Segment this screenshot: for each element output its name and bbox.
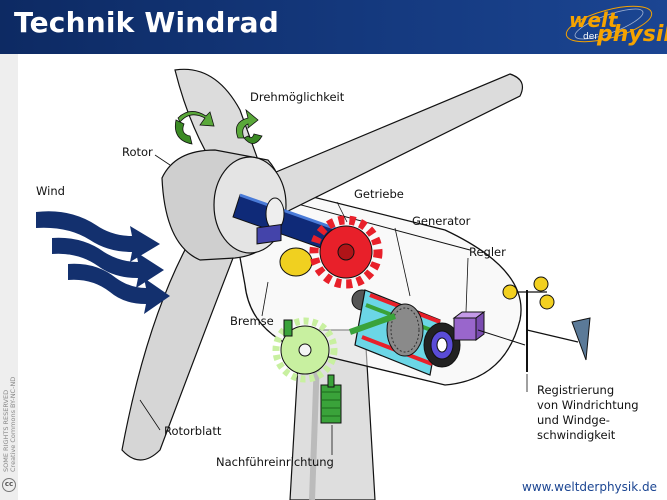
yaw-motor bbox=[320, 384, 342, 424]
label-rotorblatt: Rotorblatt bbox=[164, 424, 222, 438]
getriebe-gear bbox=[309, 215, 383, 289]
page-title: Technik Windrad bbox=[14, 6, 280, 39]
windrad-diagram bbox=[36, 68, 591, 500]
yaw-shaft bbox=[283, 319, 293, 337]
leader-bremse bbox=[261, 281, 269, 317]
rotation-arrow-right-icon bbox=[235, 108, 259, 139]
logo-orbit-icon bbox=[565, 5, 653, 43]
leader-rotorblatt bbox=[139, 399, 161, 431]
label-rotor: Rotor bbox=[122, 145, 153, 159]
label-getriebe: Getriebe bbox=[354, 187, 404, 201]
main-shaft-highlight bbox=[239, 193, 346, 234]
regler-cable bbox=[477, 329, 526, 346]
leader-regler bbox=[465, 257, 469, 313]
label-nachfuehreinrichtung: Nachführeinrichtung bbox=[216, 455, 334, 469]
label-registrierung-line-4: schwindigkeit bbox=[537, 428, 616, 442]
label-drehmoeglichkeit: Drehmöglichkeit bbox=[250, 90, 345, 104]
wind-arrow-3-icon bbox=[68, 263, 170, 314]
label-generator: Generator bbox=[412, 214, 471, 228]
yaw-gear bbox=[272, 317, 338, 383]
wind-arrow-1-icon bbox=[36, 211, 160, 262]
brake-disc bbox=[279, 247, 313, 277]
generator bbox=[348, 289, 461, 376]
label-regler: Regler bbox=[469, 245, 506, 259]
license-sidebar bbox=[0, 54, 18, 500]
weltderphysik-logo[interactable]: welt der physik bbox=[547, 2, 667, 52]
rotation-arrow-left-icon bbox=[177, 111, 215, 127]
rotor-blade-right bbox=[243, 73, 523, 216]
label-registrierung-line-1: Registrierung bbox=[537, 383, 615, 397]
logo-der-text: der bbox=[583, 32, 598, 42]
wind-arrows bbox=[36, 211, 170, 314]
regler-box bbox=[452, 311, 486, 341]
rotation-arrow-left-tail bbox=[174, 119, 193, 145]
cc-icon[interactable]: cc bbox=[2, 478, 16, 492]
label-registrierung: Registrierung von Windrichtung und Windg… bbox=[537, 383, 639, 443]
label-bremse: Bremse bbox=[230, 314, 274, 328]
brake-caliper bbox=[256, 223, 282, 245]
header-bar: Technik Windrad welt der physik bbox=[0, 0, 667, 54]
logo-physik-text: physik bbox=[597, 22, 667, 47]
label-registrierung-line-3: und Windge- bbox=[537, 413, 610, 427]
wind-arrow-2-icon bbox=[52, 237, 164, 288]
footer-url-link[interactable]: www.weltderphysik.de bbox=[522, 480, 657, 494]
rotation-arrow-right-tail bbox=[243, 133, 263, 144]
logo-welt-text: welt bbox=[569, 8, 618, 32]
anemometer bbox=[502, 276, 591, 372]
yaw-motor-ribs bbox=[321, 391, 341, 417]
leader-getriebe bbox=[336, 201, 348, 223]
yaw-motor-shaft bbox=[327, 374, 335, 388]
leader-generator bbox=[394, 227, 411, 297]
label-wind: Wind bbox=[36, 184, 65, 198]
label-registrierung-line-2: von Windrichtung bbox=[537, 398, 639, 412]
leader-rotor bbox=[154, 154, 171, 166]
